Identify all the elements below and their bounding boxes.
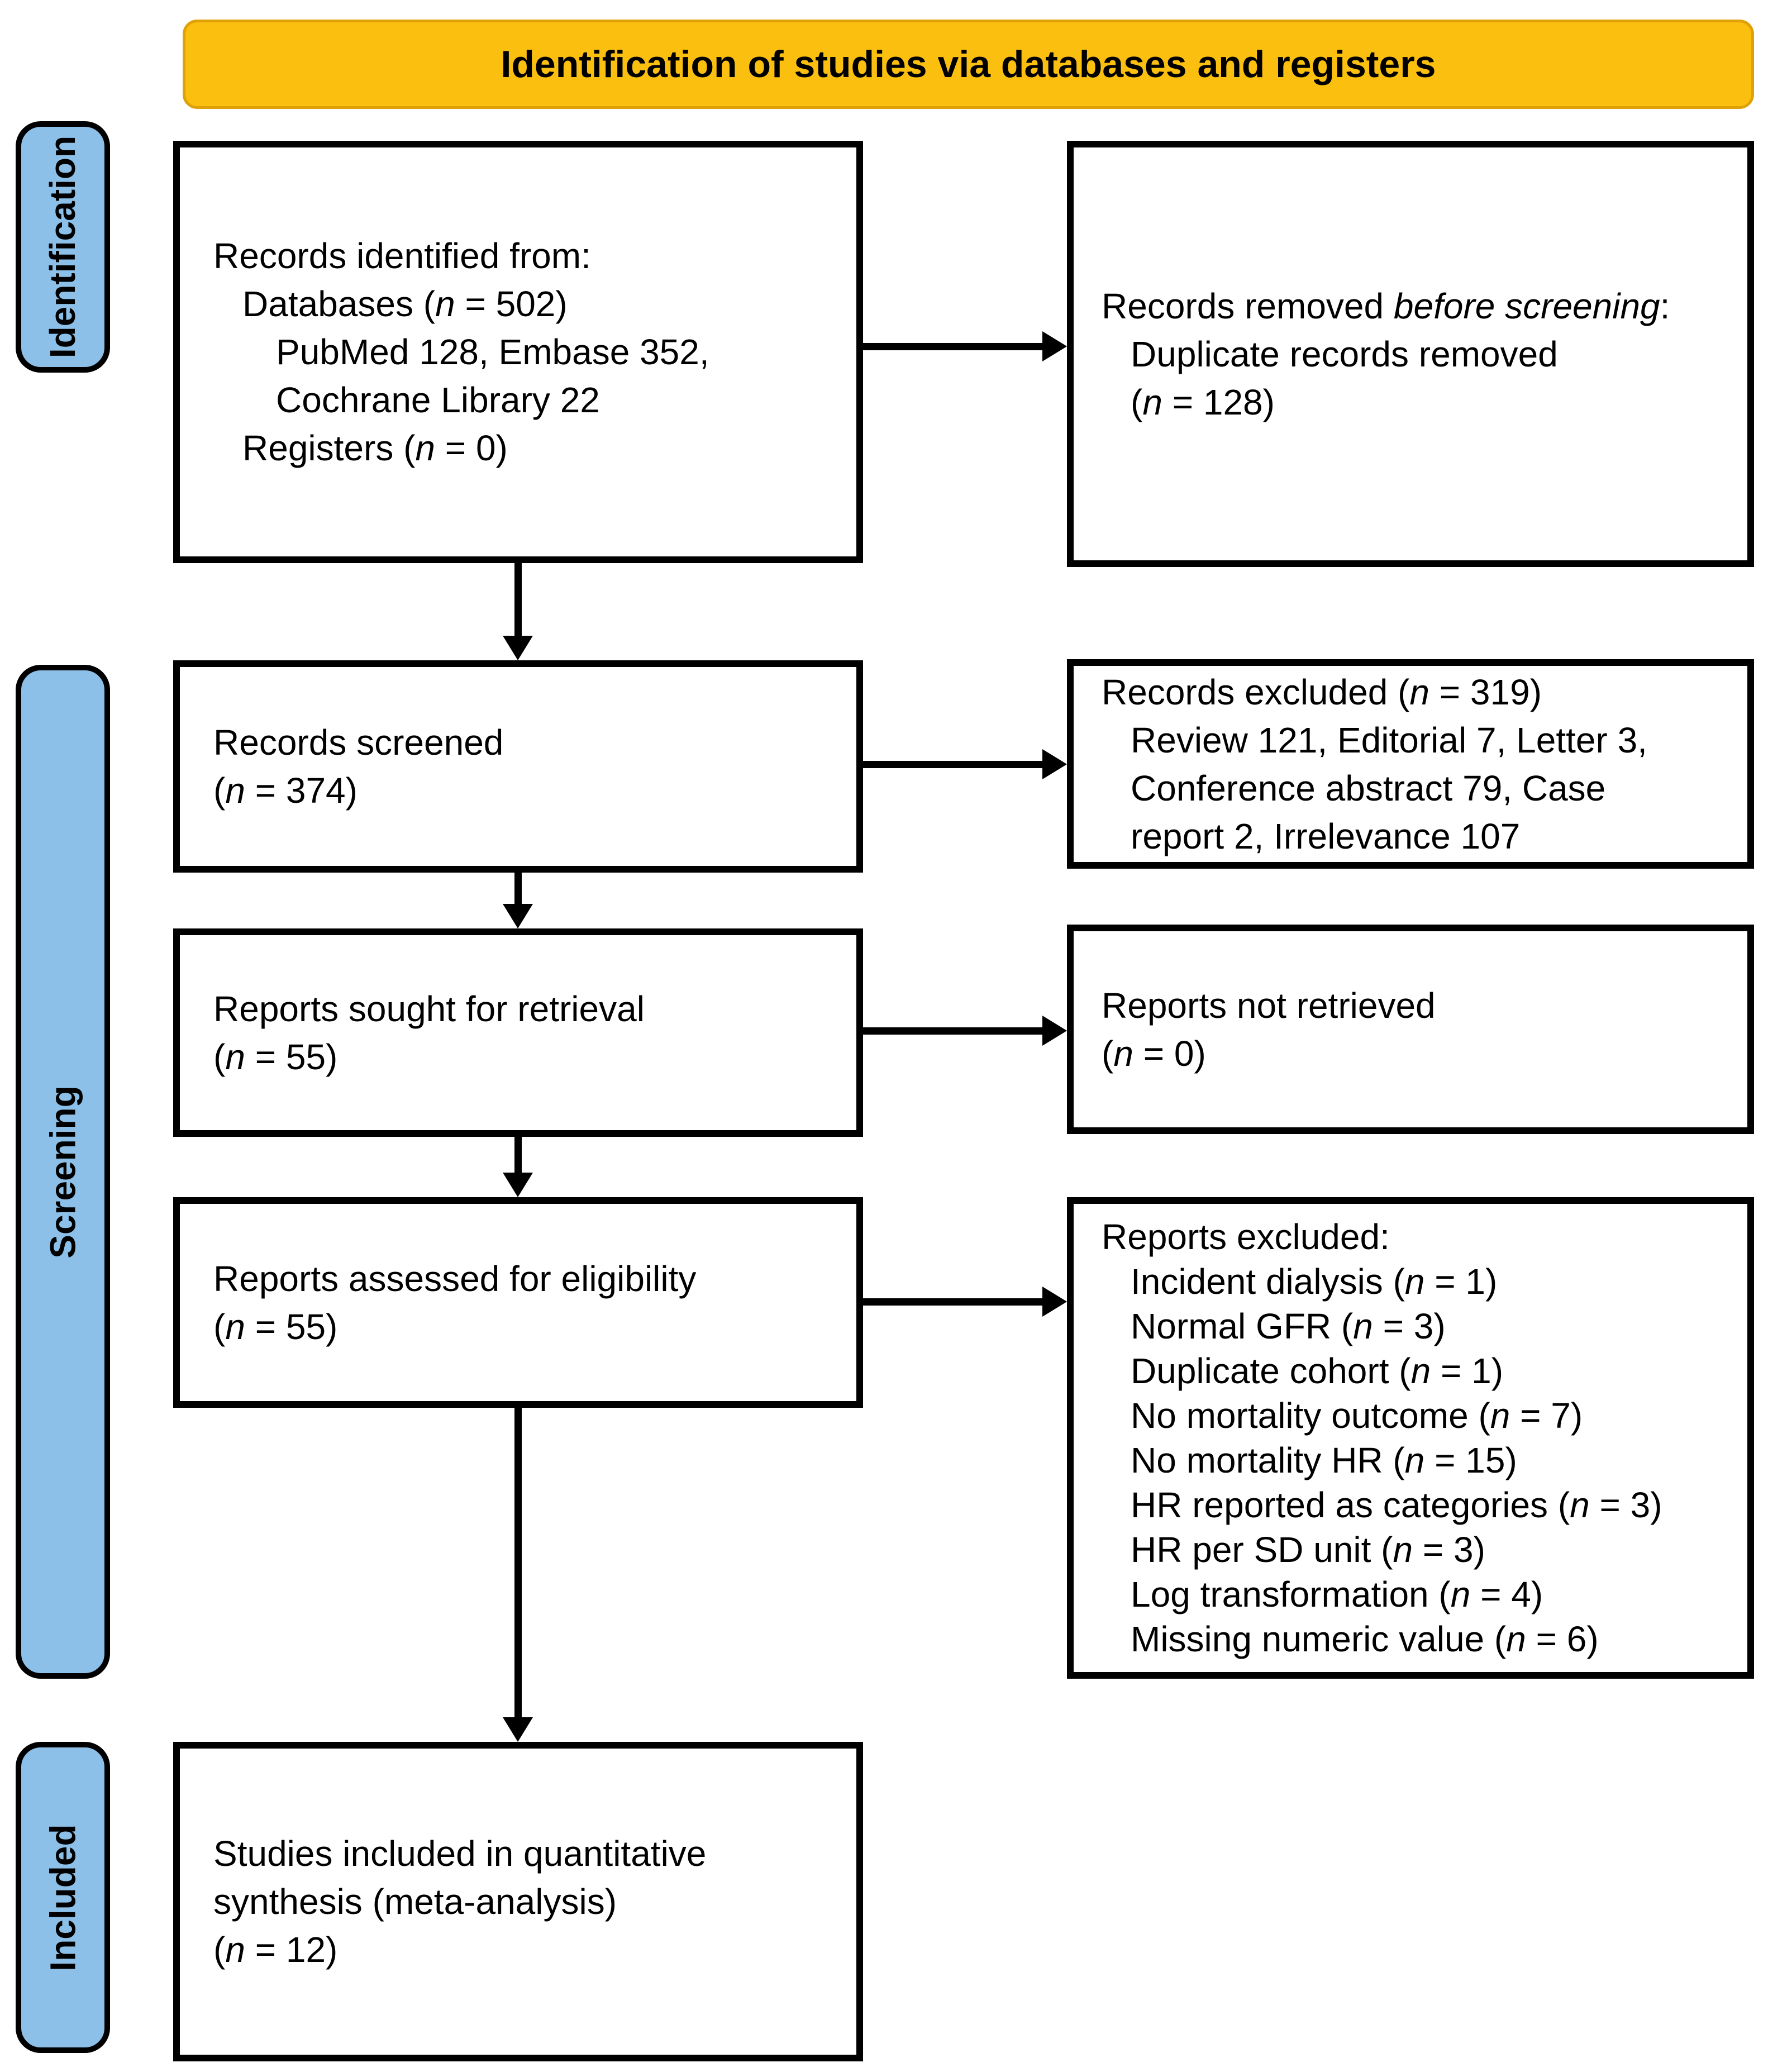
stage-identification-label: Identification	[42, 135, 83, 359]
box-studies-included: Studies included in quantitative synthesi…	[173, 1742, 863, 2061]
arrow-identified-to-removed-head	[1042, 331, 1067, 361]
box-text-line: Duplicate records removed	[1131, 334, 1558, 374]
box-text-line: Reports assessed for eligibility	[213, 1258, 697, 1299]
arrow-screened-to-sought-head	[503, 904, 533, 928]
box-records-identified: Records identified from: Databases (n = 5…	[173, 141, 863, 563]
box-text-line: Reports sought for retrieval	[213, 988, 645, 1029]
box-text-line: Records identified from:	[213, 236, 591, 276]
box-text-line: (n = 12)	[213, 1930, 338, 1970]
box-reports-sought: Reports sought for retrieval (n = 55)	[173, 928, 863, 1137]
arrow-assessed-to-reports-excluded-head	[1042, 1287, 1067, 1317]
box-text-line: Normal GFR (n = 3)	[1131, 1306, 1446, 1346]
box-text-line: Incident dialysis (n = 1)	[1131, 1261, 1498, 1302]
box-text-line: Records excluded (n = 319)	[1102, 671, 1542, 712]
box-text-line: HR reported as categories (n = 3)	[1131, 1485, 1662, 1525]
box-reports-excluded: Reports excluded:Incident dialysis (n = …	[1067, 1197, 1754, 1679]
stage-identification: Identification	[16, 121, 110, 373]
box-text-line: Review 121, Editorial 7, Letter 3,	[1131, 720, 1647, 760]
box-text-line: No mortality outcome (n = 7)	[1131, 1395, 1583, 1436]
box-text-line: Cochrane Library 22	[276, 380, 600, 420]
stage-screening: Screening	[16, 665, 110, 1679]
box-records-excluded: Records excluded (n = 319) Review 121, Ed…	[1067, 659, 1754, 869]
arrow-assessed-to-reports-excluded-line	[863, 1298, 1043, 1306]
box-text-line: (n = 0)	[1102, 1033, 1206, 1074]
box-records-removed: Records removed before screening: Duplica…	[1067, 141, 1754, 567]
box-text-line: Reports excluded:	[1102, 1217, 1390, 1257]
arrow-screened-to-sought-line	[514, 873, 522, 905]
box-text-line: No mortality HR (n = 15)	[1131, 1440, 1517, 1480]
box-text-line: Log transformation (n = 4)	[1131, 1574, 1543, 1614]
box-text-line: Missing numeric value (n = 6)	[1131, 1619, 1599, 1659]
arrow-sought-to-assessed-line	[514, 1137, 522, 1174]
arrow-screened-to-excluded-line	[863, 761, 1043, 768]
stage-included-label: Included	[42, 1823, 83, 1971]
banner-title: Identification of studies via databases …	[501, 43, 1436, 85]
banner: Identification of studies via databases …	[183, 20, 1754, 109]
box-records-screened: Records screened (n = 374)	[173, 660, 863, 873]
arrow-sought-to-not-retrieved-head	[1042, 1016, 1067, 1046]
box-text-line: Duplicate cohort (n = 1)	[1131, 1351, 1503, 1391]
arrow-sought-to-not-retrieved-line	[863, 1027, 1043, 1035]
arrow-screened-to-excluded-head	[1042, 749, 1067, 779]
box-text-line: Records screened	[213, 722, 504, 763]
stage-screening-label: Screening	[42, 1085, 83, 1259]
box-text-line: synthesis (meta-analysis)	[213, 1882, 617, 1922]
box-text-line: (n = 55)	[213, 1036, 338, 1077]
box-text-line: Records removed before screening:	[1102, 285, 1670, 326]
box-text-line: (n = 55)	[213, 1306, 338, 1347]
box-text-line: PubMed 128, Embase 352,	[276, 332, 709, 372]
box-text-line: Reports not retrieved	[1102, 985, 1436, 1026]
box-text-line: (n = 128)	[1131, 382, 1275, 422]
box-text-line: (n = 374)	[213, 770, 358, 811]
box-text-line: Databases (n = 502)	[242, 284, 568, 324]
arrow-assessed-to-included-line	[514, 1408, 522, 1718]
box-text-line: report 2, Irrelevance 107	[1131, 816, 1521, 856]
box-text-line: Registers (n = 0)	[242, 428, 508, 468]
arrow-assessed-to-included-head	[503, 1717, 533, 1742]
stage-included: Included	[16, 1742, 110, 2053]
box-reports-not-retrieved: Reports not retrieved (n = 0)	[1067, 925, 1754, 1134]
box-text-line: Studies included in quantitative	[213, 1833, 707, 1874]
arrow-sought-to-assessed-head	[503, 1173, 533, 1197]
box-reports-assessed: Reports assessed for eligibility (n = 55)	[173, 1197, 863, 1408]
box-text-line: Conference abstract 79, Case	[1131, 768, 1606, 808]
arrow-identified-to-screened-head	[503, 636, 533, 660]
box-text-line: HR per SD unit (n = 3)	[1131, 1530, 1485, 1570]
arrow-identified-to-screened-line	[514, 563, 522, 637]
arrow-identified-to-removed-line	[863, 343, 1043, 350]
